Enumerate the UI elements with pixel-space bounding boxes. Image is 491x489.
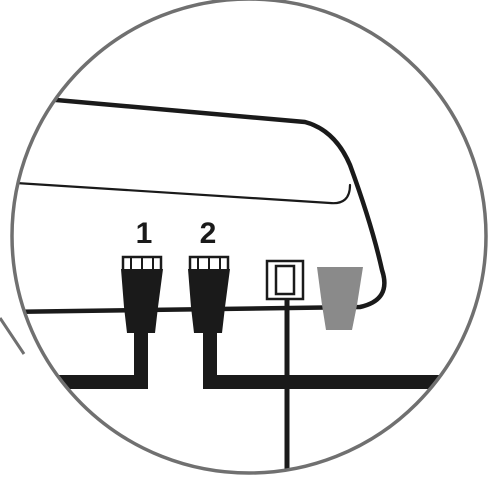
magnified-view: 1 2 [12, 92, 486, 473]
port-label-2: 2 [200, 217, 217, 250]
cables [12, 288, 486, 473]
phone-jack-icon [265, 259, 305, 301]
magnifier-pointer-line [0, 317, 26, 355]
cable-port-2 [203, 330, 486, 389]
cable-port-1 [12, 330, 148, 389]
ethernet-plug-icon [121, 255, 163, 333]
magnifier-ring [10, 0, 488, 475]
power-plug-icon [317, 267, 363, 330]
ethernet-plug-icon [188, 255, 230, 333]
device-housing [12, 92, 387, 315]
port-label-1: 1 [136, 217, 153, 250]
